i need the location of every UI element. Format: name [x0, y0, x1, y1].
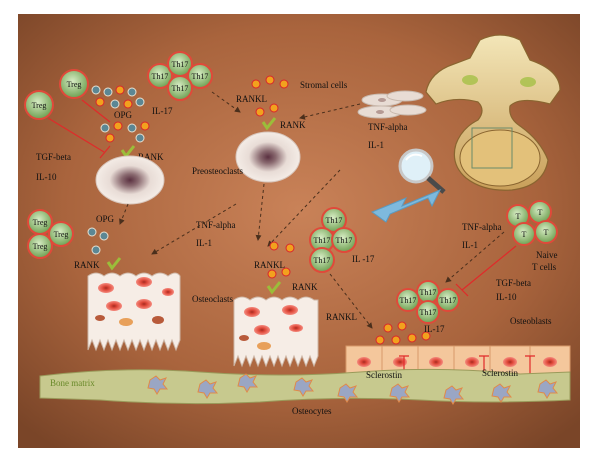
naive-t-cells: T T T T	[506, 200, 558, 246]
arrow	[299, 103, 361, 120]
rank-receptor-icon	[266, 281, 282, 295]
tnf-alpha-label-center: TNF-alpha	[368, 122, 408, 132]
rank-receptor-icon	[261, 117, 277, 131]
treg-label: Treg	[54, 230, 69, 239]
opg-cluster-left	[87, 227, 109, 255]
rank-label: RANK	[292, 282, 318, 292]
th17-label: Th17	[314, 256, 331, 265]
treg-label: Treg	[32, 101, 47, 110]
stromal-cells	[357, 90, 427, 119]
inhibition-bar	[455, 283, 469, 297]
vertebra-image	[425, 34, 561, 191]
sclerostin-label-right: Sclerostin	[482, 368, 518, 378]
osteocytes	[147, 373, 559, 405]
sclerostin-label-left: Sclerostin	[366, 370, 402, 380]
il17-label: IL-17	[152, 106, 173, 116]
rankl-cluster-top	[251, 75, 289, 117]
inhibition-line	[81, 99, 111, 123]
th17-label: Th17	[172, 60, 189, 69]
t-label: T	[522, 230, 527, 239]
opg-label: OPG	[96, 214, 115, 224]
il17-label: IL-17	[424, 324, 445, 334]
t-label: T	[516, 212, 521, 221]
th17-label: Th17	[336, 236, 353, 245]
treg-cell-top: Treg	[59, 69, 89, 99]
treg-label: Treg	[33, 242, 48, 251]
inhibition-line	[461, 245, 517, 291]
th17-label: Th17	[400, 296, 417, 305]
th17-label: Th17	[326, 216, 343, 225]
il1-label-left: IL-1	[196, 238, 212, 248]
rank-receptor-icon	[106, 257, 122, 271]
il17-label: IL -17	[352, 254, 375, 264]
rank-label: RANK	[280, 120, 306, 130]
tnf-alpha-label-left: TNF-alpha	[196, 220, 236, 230]
treg-label: Treg	[33, 218, 48, 227]
th17-label: Th17	[192, 72, 209, 81]
th17-label: Th17	[420, 308, 437, 317]
th17-label: Th17	[420, 288, 437, 297]
rank-label: RANK	[138, 152, 164, 162]
il10-label: IL-10	[36, 172, 57, 182]
treg-cell-top-left: Treg	[24, 90, 54, 120]
opg-cluster-top	[91, 85, 150, 143]
tgf-beta-label-right: TGF-beta	[496, 278, 531, 288]
th17-label: Th17	[440, 296, 457, 305]
tnf-alpha-label-right: TNF-alpha	[462, 222, 502, 232]
t-label: T	[538, 208, 543, 217]
th17-cluster-right: Th17 Th17 Th17 Th17	[396, 280, 460, 324]
th17-cluster-mid: Th17 Th17 Th17 Th17	[309, 207, 357, 273]
bone-matrix-label: Bone matrix	[50, 378, 95, 388]
rank-label: RANK	[74, 260, 100, 270]
osteoclast-cell-center	[233, 296, 319, 368]
stromal-cells-label: Stromal cells	[300, 80, 348, 90]
inhibition-bar	[99, 145, 111, 159]
rankl-label: RANKL	[326, 312, 357, 322]
th17-cluster-top: Th17 Th17 Th17 Th17	[147, 51, 213, 101]
osteocytes-label: Osteocytes	[292, 406, 332, 416]
inhibition-bar	[525, 355, 535, 374]
zoom-arrow	[370, 189, 442, 223]
il1-label-center: IL-1	[368, 140, 384, 150]
il10-label-right: IL-10	[496, 292, 517, 302]
tgf-beta-label: TGF-beta	[36, 152, 71, 162]
inhibition-line	[47, 117, 105, 153]
rankl-label: RANKL	[254, 260, 285, 270]
rankl-label: RANKL	[236, 94, 267, 104]
preosteoclasts-label: Preosteoclasts	[192, 166, 243, 176]
t-label: T	[544, 228, 549, 237]
osteoblasts-label: Osteoblasts	[510, 316, 552, 326]
preosteoclast-cell	[95, 155, 165, 205]
treg-label: Treg	[67, 80, 82, 89]
th17-label: Th17	[314, 236, 331, 245]
arrow	[151, 203, 237, 255]
rankl-cluster-center	[267, 241, 295, 279]
opg-label: OPG	[114, 110, 133, 120]
arrow	[445, 231, 505, 283]
treg-cluster-left: Treg Treg Treg	[27, 209, 74, 259]
naive-label: Naive	[536, 250, 558, 260]
t-cells-label: T cells	[532, 262, 557, 272]
preosteoclast-cell	[235, 131, 301, 183]
osteoclast-cell-left	[87, 272, 181, 352]
magnifier-icon	[398, 148, 446, 194]
th17-label: Th17	[172, 84, 189, 93]
th17-label: Th17	[152, 72, 169, 81]
osteoclasts-label: Osteoclasts	[192, 294, 233, 304]
il1-label-right: IL-1	[462, 240, 478, 250]
